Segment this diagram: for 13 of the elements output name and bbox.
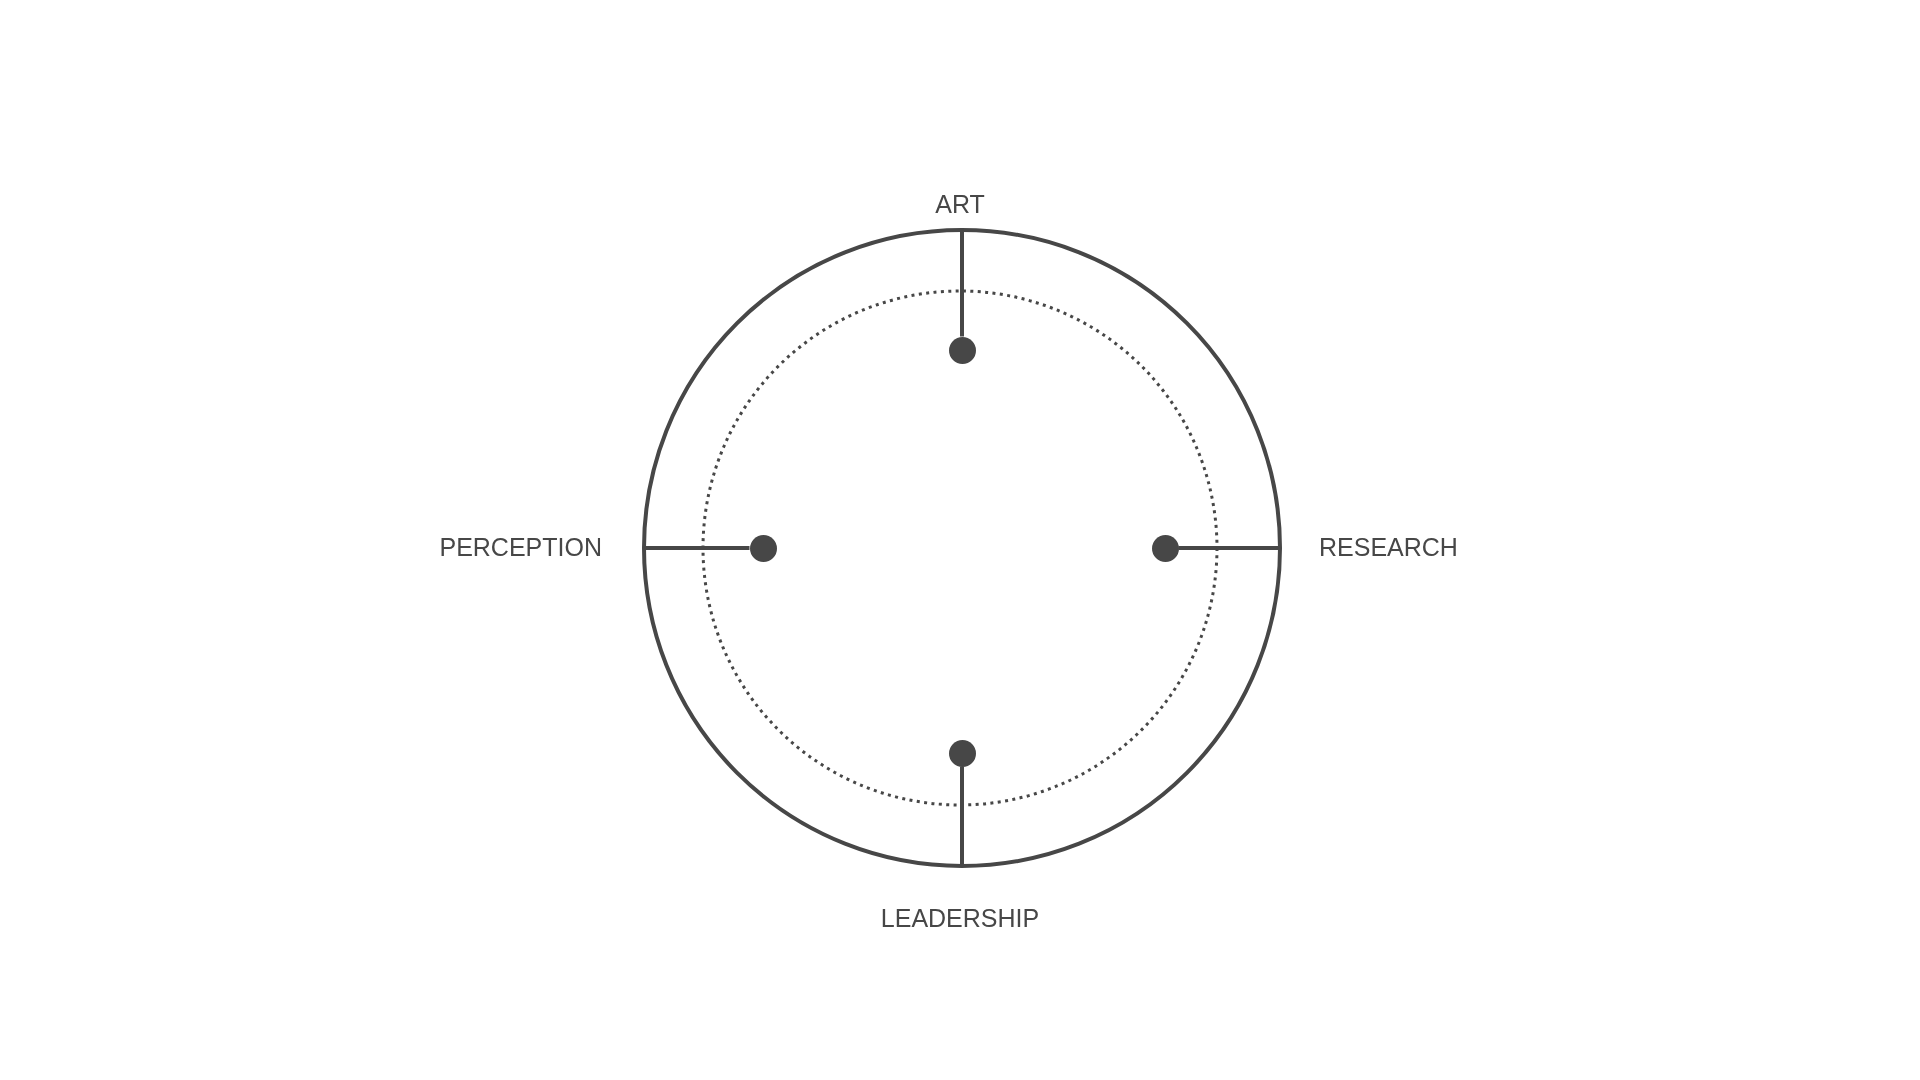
connector-line — [644, 546, 750, 550]
connector-line — [1178, 546, 1280, 550]
connector-line — [960, 766, 964, 866]
dot-icon — [1151, 534, 1179, 562]
category-label: LEADERSHIP — [880, 906, 1040, 931]
dot-icon — [948, 336, 976, 364]
dot-icon — [749, 534, 777, 562]
connector-line — [960, 230, 964, 337]
category-label: RESEARCH — [1319, 535, 1458, 560]
outer-ring — [642, 228, 1282, 868]
dot-icon — [948, 739, 976, 767]
category-label: ART — [935, 192, 985, 217]
category-label: PERCEPTION — [439, 535, 602, 560]
